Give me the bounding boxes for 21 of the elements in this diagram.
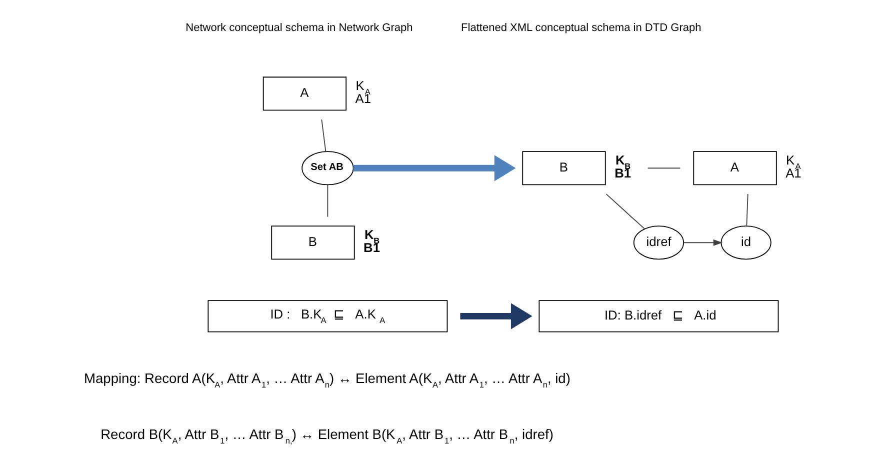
label: Record B(K$_{A}$, Attr B$_{1}$, … Attr B$_{n,}$) ↔ Element B(K$_{A}$, Attr B$_{1}$, … Attr B$_{n}$, idref): [100, 426, 553, 446]
connector: [326, 184, 328, 218]
node-box: ID : B.K$_{A}$ ⊑ A.K$_{A}$: [207, 300, 448, 332]
node-box: A: [262, 76, 346, 111]
node-box: ID: B.idref ⊑ A.id: [538, 300, 778, 332]
node-box: B: [522, 151, 606, 186]
connector: [746, 194, 748, 226]
node-ellipse: id: [720, 226, 771, 260]
connector: [646, 168, 680, 169]
node-box: B: [270, 226, 354, 260]
connector: [605, 194, 644, 230]
node-ellipse: idref: [632, 226, 684, 260]
arrow: [352, 155, 516, 182]
label: Network conceptual schema in Network Graph: [185, 22, 412, 34]
node-ellipse: Set AB: [301, 151, 354, 186]
label: Flattened XML conceptual schema in DTD Graph: [460, 22, 701, 34]
arrow: [682, 239, 722, 246]
arrow: [460, 303, 532, 330]
node-box: A: [692, 151, 776, 186]
connector: [320, 119, 326, 152]
label: Mapping: Record A(K$_{A}$, Attr A$_{1}$, … Attr A$_{n}$) ↔ Element A(K$_{A}$, Attr A$_{1}$, … Attr A$_{n}$, id): [84, 370, 570, 390]
